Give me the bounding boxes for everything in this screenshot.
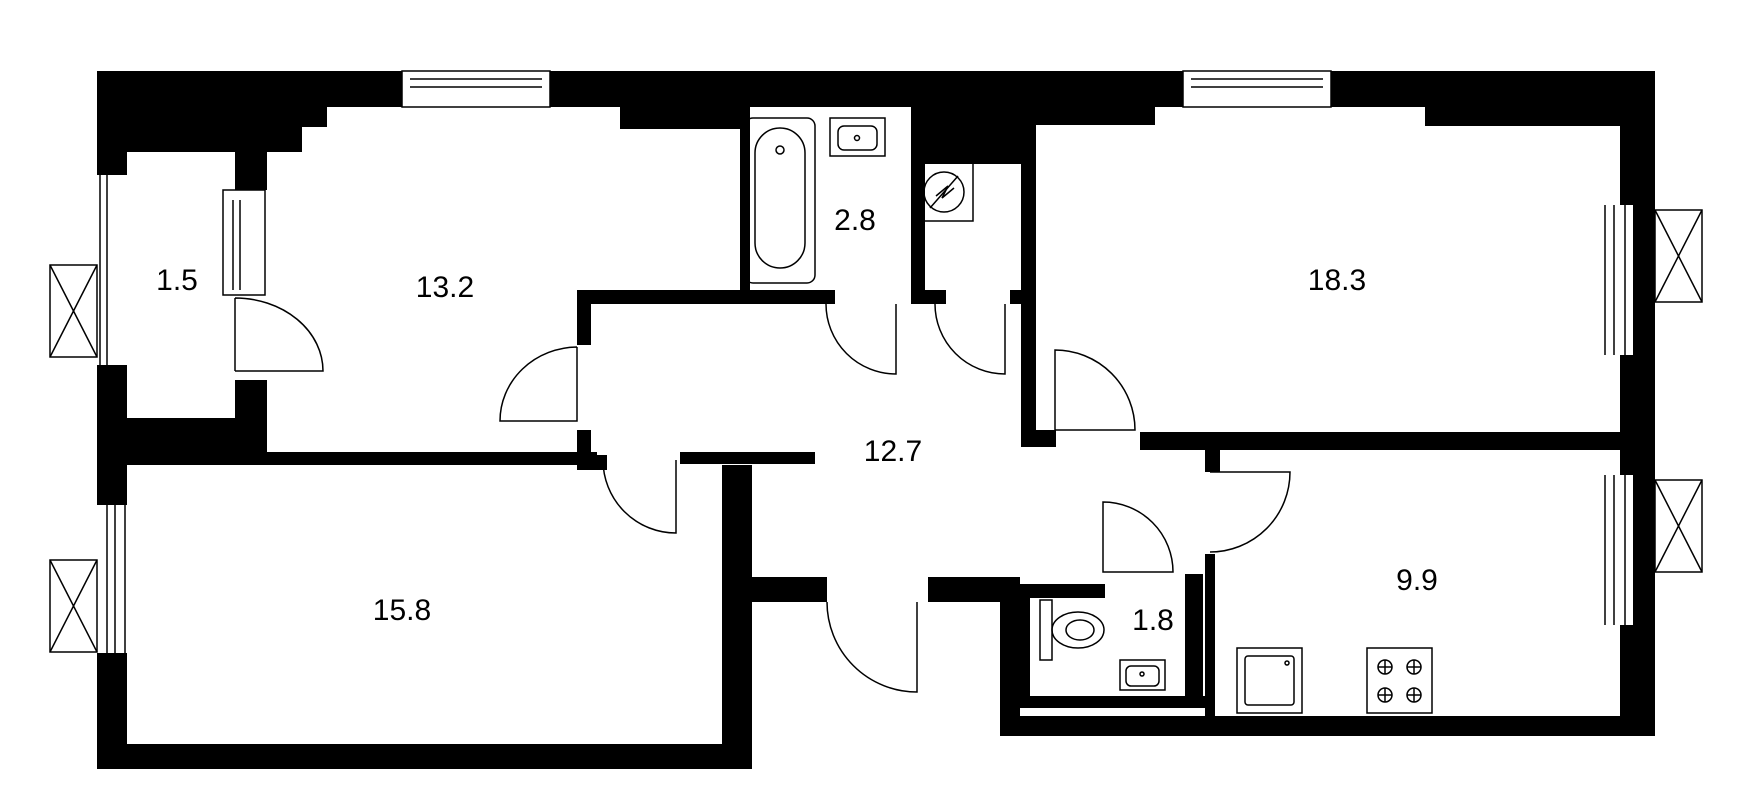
room-area-hall: 12.7 — [864, 435, 922, 468]
window-top-left — [401, 70, 551, 108]
room-area-bathroom: 2.8 — [834, 204, 876, 237]
door-bathroom — [825, 303, 897, 375]
room-area-bedroom-left: 15.8 — [373, 594, 431, 627]
ac-unit-icon — [49, 209, 1703, 653]
ac-unit-right-upper — [1654, 209, 1703, 303]
door-bedroom-left — [602, 459, 677, 534]
door-balcony — [234, 297, 324, 372]
sink-icon — [829, 117, 886, 157]
door-kitchen — [1209, 471, 1291, 553]
windows — [97, 70, 1633, 653]
doors — [234, 297, 1291, 693]
ac-unit-left-upper — [49, 264, 98, 358]
kitchen-sink-icon — [1236, 647, 1303, 714]
stove-icon — [1366, 647, 1433, 714]
boiler-icon — [914, 162, 974, 222]
window-balcony — [97, 175, 127, 365]
window-left-lower — [97, 505, 132, 653]
room-area-toilet: 1.8 — [1132, 604, 1174, 637]
bathtub-icon — [744, 117, 816, 284]
room-area-kitchen: 9.9 — [1396, 564, 1438, 597]
ac-unit-left-lower — [49, 559, 98, 653]
room-area-bedroom-right: 18.3 — [1308, 264, 1366, 297]
door-bedroom-small — [499, 346, 578, 422]
window-right-lower — [1598, 475, 1633, 625]
room-area-bedroom-small: 13.2 — [416, 271, 474, 304]
fixtures — [744, 117, 1433, 714]
door-bedroom-right — [1054, 349, 1136, 431]
toilet-sink-icon — [1119, 659, 1166, 691]
window-right-upper — [1598, 205, 1633, 355]
window-top-right — [1182, 70, 1332, 108]
toilet-icon — [1039, 599, 1105, 661]
balcony-door-frame — [222, 189, 266, 296]
room-area-balcony: 1.5 — [156, 264, 198, 297]
door-toilet — [1102, 501, 1174, 573]
ac-unit-right-lower — [1654, 479, 1703, 573]
door-entrance — [826, 601, 918, 693]
door-boiler — [934, 303, 1006, 375]
room-labels: 1.5 13.2 2.8 18.3 12.7 15.8 1.8 9.9 — [156, 204, 1438, 637]
